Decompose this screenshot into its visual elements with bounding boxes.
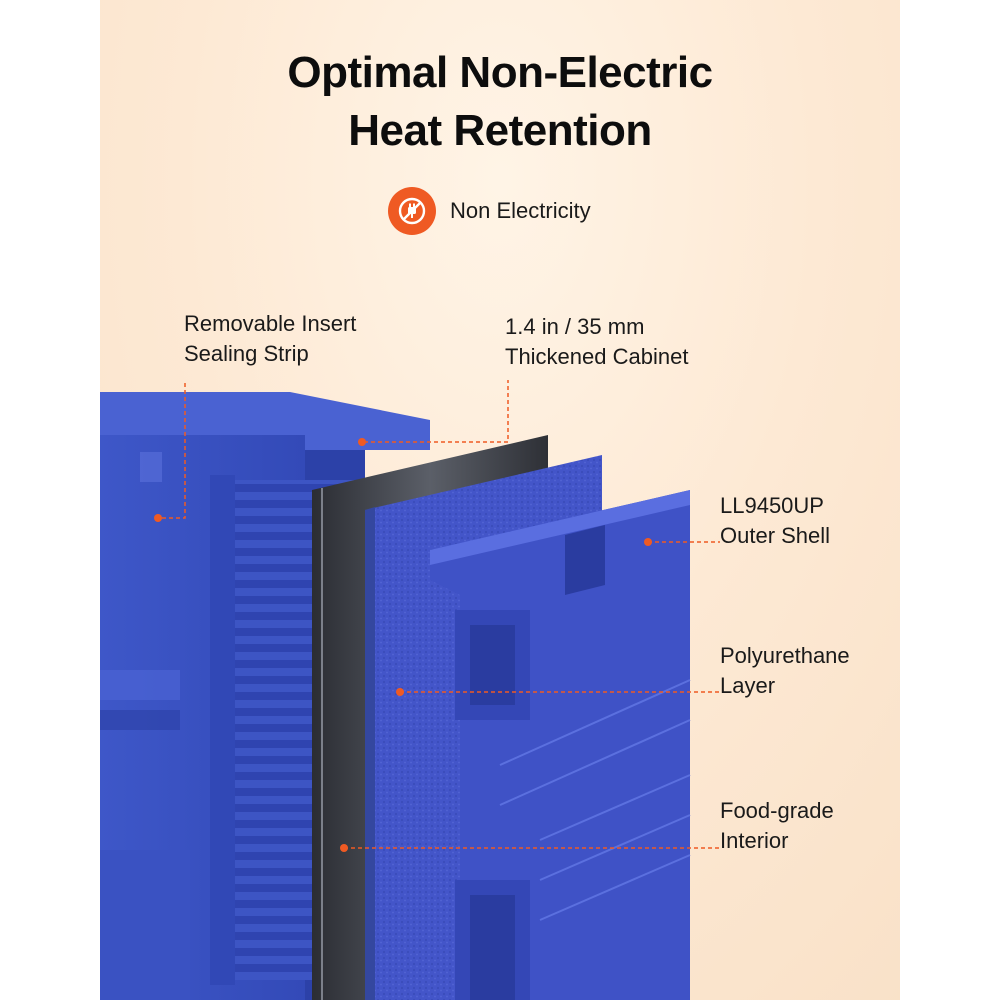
page-title: Optimal Non-Electric Heat Retention — [100, 44, 900, 160]
right-margin — [900, 0, 1000, 1000]
callout-dots — [154, 438, 652, 852]
callout-lines — [158, 380, 720, 849]
badge-text: Non Electricity — [450, 198, 591, 223]
callout-interior: Food-grade Interior — [720, 798, 834, 853]
left-margin — [0, 0, 100, 1000]
outer-shell — [430, 490, 691, 1000]
cabinet-layers-illustration — [100, 380, 720, 1000]
title-line-1: Optimal Non-Electric — [287, 48, 713, 97]
callout-cabinet: 1.4 in / 35 mm Thickened Cabinet — [505, 314, 689, 369]
title-line-2: Heat Retention — [348, 106, 652, 155]
callout-outer-shell: LL9450UP Outer Shell — [720, 493, 831, 548]
callout-sealing-strip: Removable Insert Sealing Strip — [184, 311, 357, 366]
no-plug-icon — [388, 187, 436, 235]
non-electricity-badge: Non Electricity — [388, 186, 591, 236]
callout-polyurethane: Polyurethane Layer — [720, 643, 850, 698]
